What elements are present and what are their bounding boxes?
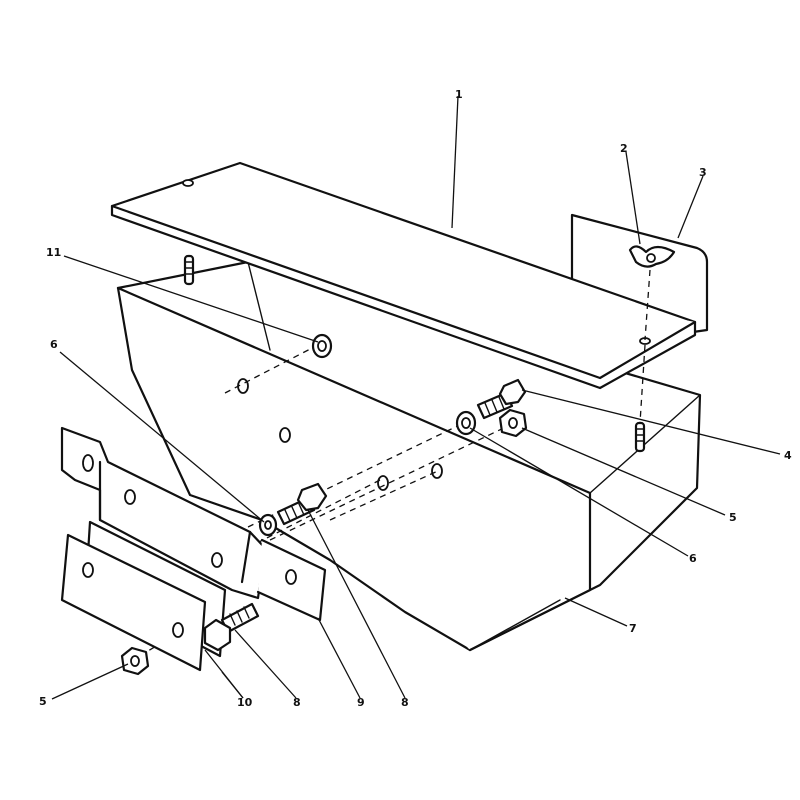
callout-2: 2 xyxy=(620,142,628,155)
callout-labels: 1 2 3 4 5 5 6 6 7 8 8 9 10 11 xyxy=(39,88,792,709)
lock-washer-11 xyxy=(311,333,333,359)
nut-5-right xyxy=(498,408,528,438)
washer-6-left xyxy=(258,513,278,537)
stud-right xyxy=(634,421,646,453)
nut-5-left xyxy=(120,646,150,676)
callout-1: 1 xyxy=(455,88,463,101)
callout-9: 9 xyxy=(357,696,365,709)
wing-nut xyxy=(628,245,676,268)
stud-left xyxy=(183,254,195,286)
bolt-8-lower xyxy=(203,602,260,652)
callout-5-left: 5 xyxy=(39,695,47,708)
callout-11: 11 xyxy=(46,246,61,259)
callout-8-right: 8 xyxy=(401,696,409,709)
callout-8-left: 8 xyxy=(293,696,301,709)
leader-lines xyxy=(51,95,781,700)
bolt-8-middle xyxy=(276,482,328,526)
callout-6-left: 6 xyxy=(50,338,58,351)
washer-6-right xyxy=(455,410,477,436)
callout-6-right: 6 xyxy=(689,552,697,565)
lid-panel xyxy=(110,161,697,390)
hinge-bracket-9 xyxy=(60,426,327,622)
callout-4: 4 xyxy=(784,449,792,462)
tray-hole xyxy=(279,427,291,443)
tray-hole xyxy=(431,463,443,479)
plate-10-front xyxy=(60,533,207,672)
callout-5-right: 5 xyxy=(729,511,737,524)
callout-10: 10 xyxy=(237,696,253,709)
callout-3: 3 xyxy=(699,166,707,179)
bolt-4 xyxy=(476,378,527,420)
callout-7: 7 xyxy=(629,622,637,635)
